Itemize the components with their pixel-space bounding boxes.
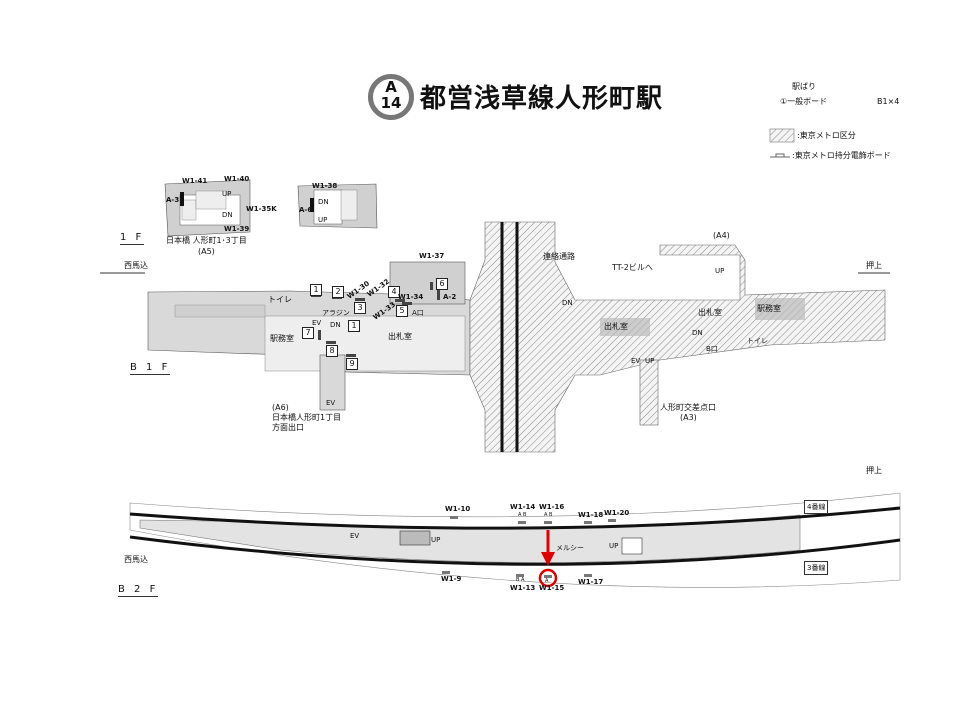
- board-w37: W1-37: [419, 252, 445, 260]
- connecting-passage-label: 連絡通路: [543, 252, 575, 261]
- board-number-5: 5: [396, 305, 408, 317]
- line-letter: A: [385, 78, 397, 96]
- board-number-1: 1: [310, 284, 322, 296]
- track-3: [129, 535, 901, 566]
- board-w15: W1-15: [539, 584, 565, 592]
- direction-east: 押上: [866, 261, 882, 270]
- track-4: [129, 506, 901, 530]
- board-w17: W1-17: [578, 578, 604, 586]
- legend-board-swatch: [770, 153, 790, 158]
- board-w9: W1-9: [441, 575, 462, 583]
- mercy-shop-label: メルシー: [556, 544, 584, 552]
- exit-a3-label: A-3: [166, 196, 180, 204]
- board-w35k: W1-35K: [246, 205, 277, 213]
- stairs-dn-label: DN: [330, 321, 341, 329]
- track-4-label: 4番線: [804, 500, 829, 514]
- exit-a6-code: (A6): [272, 403, 289, 412]
- station-office-label: 駅務室: [757, 304, 781, 313]
- exit-a4-code: (A4): [713, 231, 730, 240]
- board-w20: W1-20: [604, 509, 630, 517]
- floor-label-b1f: B 1 F: [130, 362, 171, 375]
- stairs-up-label: UP: [645, 357, 655, 365]
- exit-a5-name: 日本橋 人形町1･3丁目: [166, 236, 247, 245]
- exit-b-label: B口: [706, 345, 718, 353]
- legend-metro-area: :東京メトロ区分: [797, 131, 856, 140]
- ev-label: EV: [326, 399, 336, 407]
- board-w38: W1-38: [312, 182, 338, 190]
- board-w34: W1-34: [398, 293, 424, 301]
- highlight-circle: [538, 568, 558, 588]
- exit-a2-label: A-2: [443, 293, 457, 301]
- exit-a3-code: (A3): [680, 413, 697, 422]
- stairs-up-label: UP: [431, 536, 441, 544]
- f1-building-a6: [297, 183, 378, 229]
- stairs-dn-label: DN: [318, 198, 329, 206]
- floor-label-1f: 1 F: [120, 232, 145, 245]
- board-number-9: 9: [346, 358, 358, 370]
- board-w10: W1-10: [445, 505, 471, 513]
- board-number-2: 2: [332, 286, 344, 298]
- board-number-8: 8: [326, 345, 338, 357]
- board-w13: W1-13: [510, 584, 536, 592]
- board-number-3: 3: [354, 302, 366, 314]
- direction-west: 西馬込: [124, 261, 148, 270]
- ticket-office-label: 出札室: [698, 308, 722, 317]
- legend-board-label: ①一般ボード: [780, 97, 828, 106]
- board-number-1-inner: 1: [348, 320, 360, 332]
- ev-label: EV: [350, 532, 360, 540]
- board-w18: W1-18: [578, 511, 604, 519]
- exit-a3-name: 人形町交差点口: [660, 403, 716, 412]
- exit-a-label: A口: [412, 309, 424, 317]
- board-w39: W1-39: [224, 225, 250, 233]
- ev-label: EV: [312, 319, 322, 327]
- legend-board-count: B1×4: [877, 97, 900, 106]
- tt2-building-label: TT-2ビルへ: [612, 263, 653, 272]
- ev-label: EV: [631, 357, 641, 365]
- aladdin-label: アラジン: [322, 309, 350, 317]
- station-number: 14: [380, 94, 402, 112]
- board-number-6: 6: [436, 278, 448, 290]
- stairs-dn-label: DN: [222, 211, 233, 219]
- page-title: 都営浅草線人形町駅: [420, 84, 664, 114]
- f1-building-a5: [164, 179, 251, 237]
- direction-east: 押上: [866, 466, 882, 475]
- highlight-arrow: [541, 530, 555, 566]
- exit-a6-label: A-6: [299, 206, 313, 214]
- stairs-dn-label: DN: [692, 329, 703, 337]
- legend-metro-board: :東京メトロ持分電飾ボード: [792, 151, 891, 160]
- station-office-label: 駅務室: [270, 334, 294, 343]
- stairs-dn-label: DN: [562, 299, 573, 307]
- board-number-7: 7: [302, 327, 314, 339]
- board-w16-faces: A B: [544, 512, 553, 518]
- ticket-office-label: 出札室: [388, 332, 412, 341]
- stairs-up-label: UP: [318, 216, 328, 224]
- board-w40: W1-40: [224, 175, 250, 183]
- board-number-4: 4: [388, 286, 400, 298]
- ticket-office-label: 出札室: [604, 322, 628, 331]
- exit-a6-name: 日本橋人形町1丁目: [272, 413, 342, 422]
- toilet-label: トイレ: [268, 295, 292, 304]
- board-w41: W1-41: [182, 177, 208, 185]
- board-w13-faces: B A: [516, 577, 525, 583]
- track-3-label: 3番線: [804, 561, 829, 575]
- a6-corridor: [319, 354, 346, 411]
- legend-ad-type: 駅ばり: [792, 82, 816, 91]
- stairs-up-label: UP: [715, 267, 725, 275]
- legend-hatch-swatch: [769, 128, 795, 143]
- stairs-up-label: UP: [222, 190, 232, 198]
- exit-a6-direction: 方面出口: [272, 423, 304, 432]
- board-w15-face: A: [545, 578, 549, 584]
- exit-a5-code: (A5): [198, 247, 215, 256]
- board-w14-faces: A B: [518, 512, 527, 518]
- direction-west: 西馬込: [124, 555, 148, 564]
- toilet-label: トイレ: [747, 337, 768, 345]
- floor-label-b2f: B 2 F: [118, 584, 159, 597]
- board-w16: W1-16: [539, 503, 565, 511]
- stairs-up-label: UP: [609, 542, 619, 550]
- metro-hatched-area: [469, 221, 886, 453]
- board-w14: W1-14: [510, 503, 536, 511]
